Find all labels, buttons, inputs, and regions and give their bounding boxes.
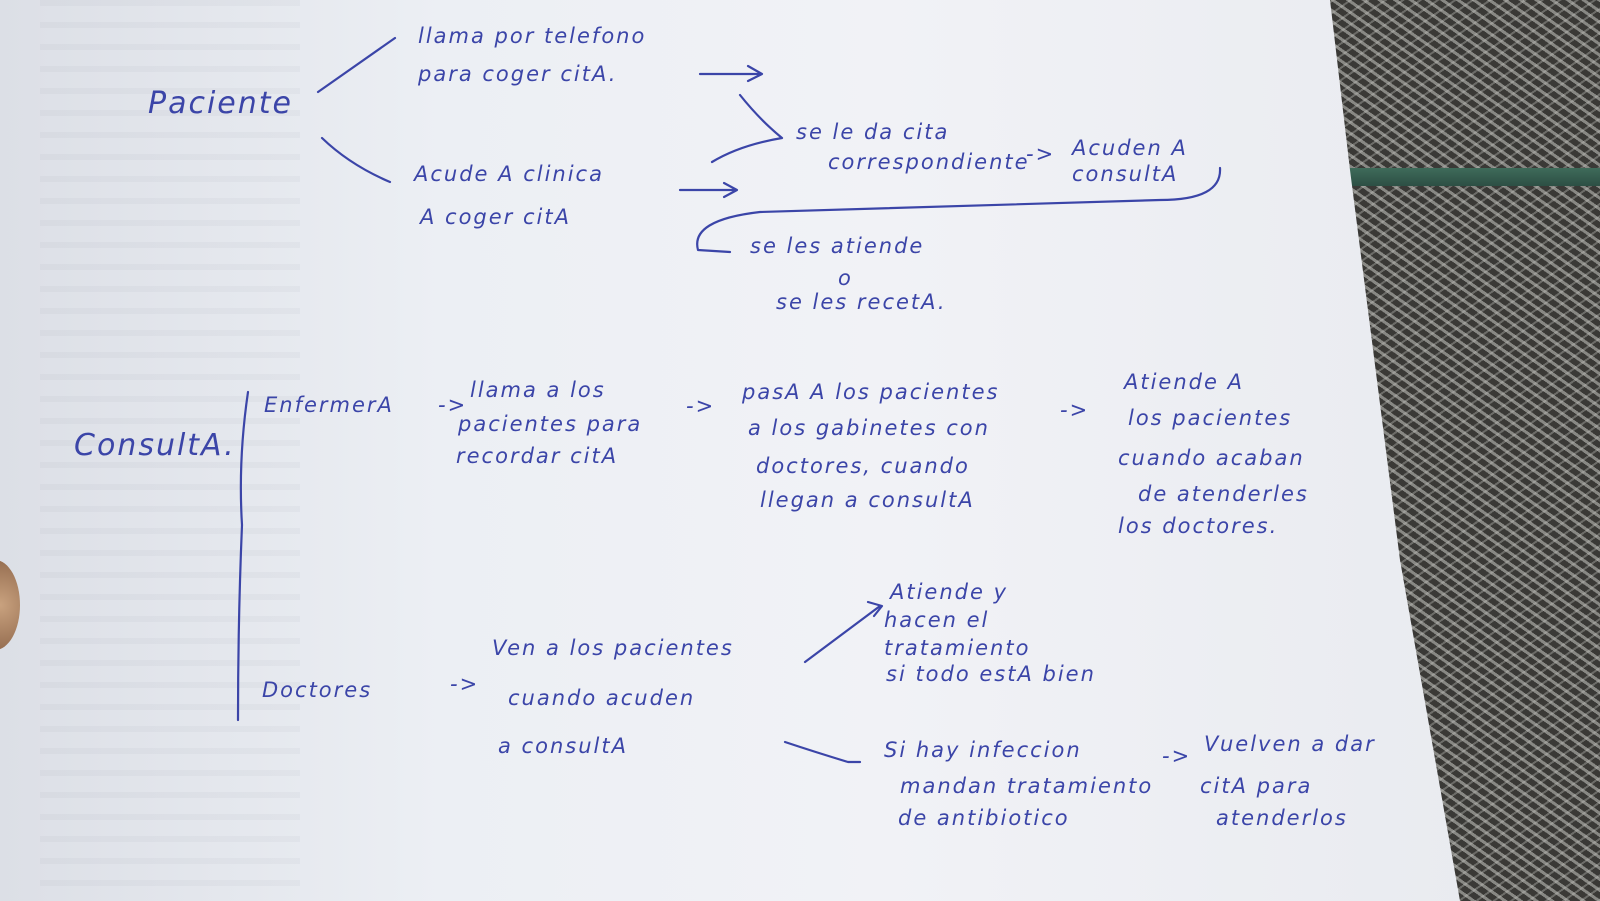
pass-arrow: -> <box>686 394 716 418</box>
pass-line-4: llegan a consultA <box>760 488 975 512</box>
branch-up-line <box>316 36 397 94</box>
consulta-heading: ConsultA. <box>74 428 236 463</box>
consult-line-2: consultA <box>1072 162 1179 186</box>
branch-infection-line <box>783 740 862 764</box>
staff-attend-line-3: cuando acaban <box>1118 446 1305 470</box>
branch-down-line <box>320 136 392 184</box>
consulta-bracket <box>236 390 250 722</box>
nurse-line-2: pacientes para <box>458 412 643 436</box>
show-through-print <box>40 0 300 901</box>
infection-line-2: mandan tratamiento <box>900 774 1154 798</box>
infection-line-1: Si hay infeccion <box>884 738 1082 762</box>
return-line-2: citA para <box>1200 774 1313 798</box>
nurse-line-3: recordar citA <box>456 444 619 468</box>
pass-line-1: pasA A los pacientes <box>742 380 1000 404</box>
call-line-1: llama por telefono <box>418 24 647 48</box>
consult-line-1: Acuden A <box>1072 136 1188 160</box>
go-consult-arrow: -> <box>1026 142 1056 166</box>
branch-treat-line <box>803 600 884 664</box>
return-arrow: -> <box>1162 744 1192 768</box>
pass-line-3: doctores, cuando <box>756 454 970 478</box>
appointment-line-2: correspondiente <box>828 150 1030 174</box>
clinic-line-1: Acude A clinica <box>414 162 604 186</box>
doctors-line-3: a consultA <box>498 734 628 758</box>
nurse-line-1: llama a los <box>470 378 606 402</box>
return-line-1: Vuelven a dar <box>1204 732 1376 756</box>
return-line-3: atenderlos <box>1216 806 1348 830</box>
paper-sheet <box>0 0 1460 901</box>
arrow-call <box>698 64 764 83</box>
converge-bracket <box>710 93 784 164</box>
loop-line <box>696 166 1222 254</box>
thumb <box>0 560 20 650</box>
treat-line-2: hacen el <box>884 608 990 632</box>
infection-line-3: de antibiotico <box>898 806 1070 830</box>
attend-line-3: se les recetA. <box>776 290 947 314</box>
attend-line-1: se les atiende <box>750 234 925 258</box>
attend-arrow: -> <box>1060 398 1090 422</box>
staff-attend-line-2: los pacientes <box>1128 406 1293 430</box>
treat-line-1: Atiende y <box>890 580 1009 604</box>
staff-attend-line-1: Atiende A <box>1124 370 1244 394</box>
clinic-line-2: A coger citA <box>420 205 571 229</box>
paciente-heading: Paciente <box>148 86 293 121</box>
pass-line-2: a los gabinetes con <box>748 416 990 440</box>
doctors-line-1: Ven a los pacientes <box>492 636 734 660</box>
nurse-arrow: -> <box>438 393 468 417</box>
treat-line-3: tratamiento <box>884 636 1031 660</box>
staff-attend-line-5: los doctores. <box>1118 514 1279 538</box>
attend-line-2: o <box>838 266 853 290</box>
doctors-label: Doctores <box>262 678 373 702</box>
treat-line-4: si todo estA bien <box>886 662 1096 686</box>
doctors-line-2: cuando acuden <box>508 686 696 710</box>
appointment-line-1: se le da cita <box>796 120 950 144</box>
arrow-clinic <box>678 181 739 199</box>
doctors-arrow: -> <box>450 672 480 696</box>
staff-attend-line-4: de atenderles <box>1138 482 1309 506</box>
green-object <box>1340 168 1600 186</box>
nurse-label: EnfermerA <box>264 393 394 417</box>
call-line-2: para coger citA. <box>418 62 618 86</box>
